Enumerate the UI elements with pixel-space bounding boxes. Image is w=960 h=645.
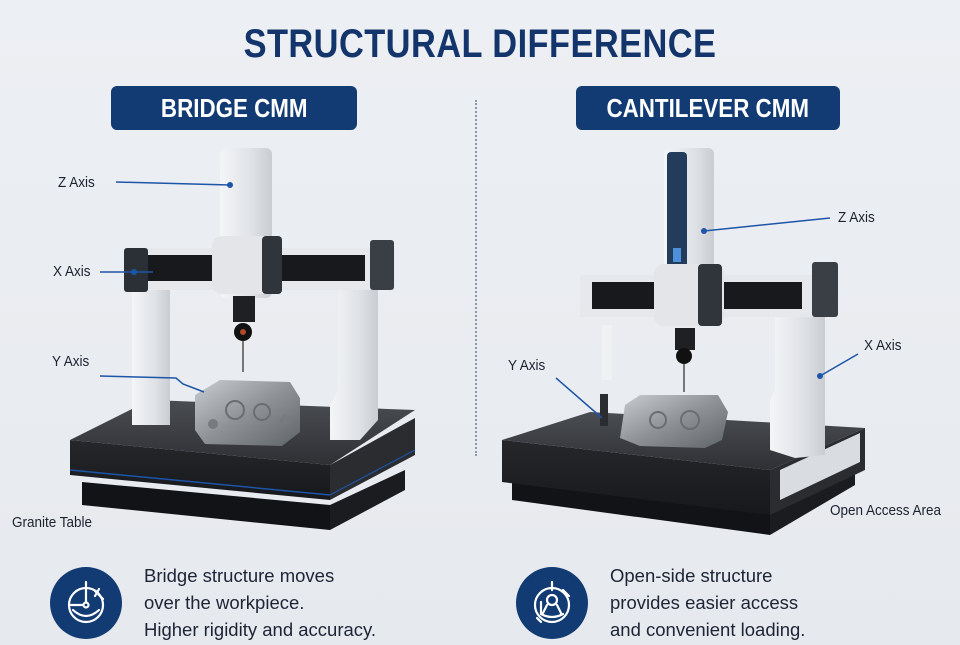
bridge-desc-line-3: Higher rigidity and accuracy. [144, 619, 377, 640]
bridge-x-axis-label: X Axis [53, 263, 91, 280]
bridge-description: Bridge structure moves over the workpiec… [50, 562, 376, 643]
section-divider [475, 100, 477, 456]
cantilever-desc-line-2: provides easier access [610, 592, 799, 613]
bridge-cmm-badge: BRIDGE CMM [111, 86, 357, 130]
cantilever-description-text: Open-side structure provides easier acce… [610, 562, 805, 643]
bridge-description-text: Bridge structure moves over the workpiec… [144, 562, 376, 643]
open-access-area-label: Open Access Area [830, 502, 942, 519]
open-access-structure-icon [516, 566, 588, 639]
bridge-y-axis-label: Y Axis [52, 353, 90, 370]
cantilever-desc-line-1: Open-side structure [610, 565, 773, 586]
cantilever-y-axis-label: Y Axis [508, 357, 546, 374]
cantilever-cmm-badge: CANTILEVER CMM [576, 86, 840, 130]
engine-block-workpiece-right [620, 395, 728, 448]
page-title: STRUCTURAL DIFFERENCE [243, 22, 717, 66]
cantilever-desc-line-3: and convenient loading. [610, 619, 806, 640]
cantilever-x-axis-label: X Axis [864, 337, 902, 354]
bridge-cmm-badge-label: BRIDGE CMM [160, 92, 308, 123]
cantilever-cmm-machine [502, 148, 865, 535]
bridge-structure-icon [50, 566, 122, 639]
cantilever-description: Open-side structure provides easier acce… [516, 562, 805, 643]
bridge-z-axis-label: Z Axis [58, 174, 95, 191]
bridge-desc-line-1: Bridge structure moves [144, 565, 335, 586]
bridge-desc-line-2: over the workpiece. [144, 592, 305, 613]
cantilever-z-axis-label: Z Axis [838, 209, 875, 226]
granite-table-label: Granite Table [12, 514, 93, 531]
engine-block-workpiece [195, 380, 300, 446]
bridge-cmm-machine [69, 148, 416, 530]
cantilever-cmm-badge-label: CANTILEVER CMM [606, 92, 810, 123]
